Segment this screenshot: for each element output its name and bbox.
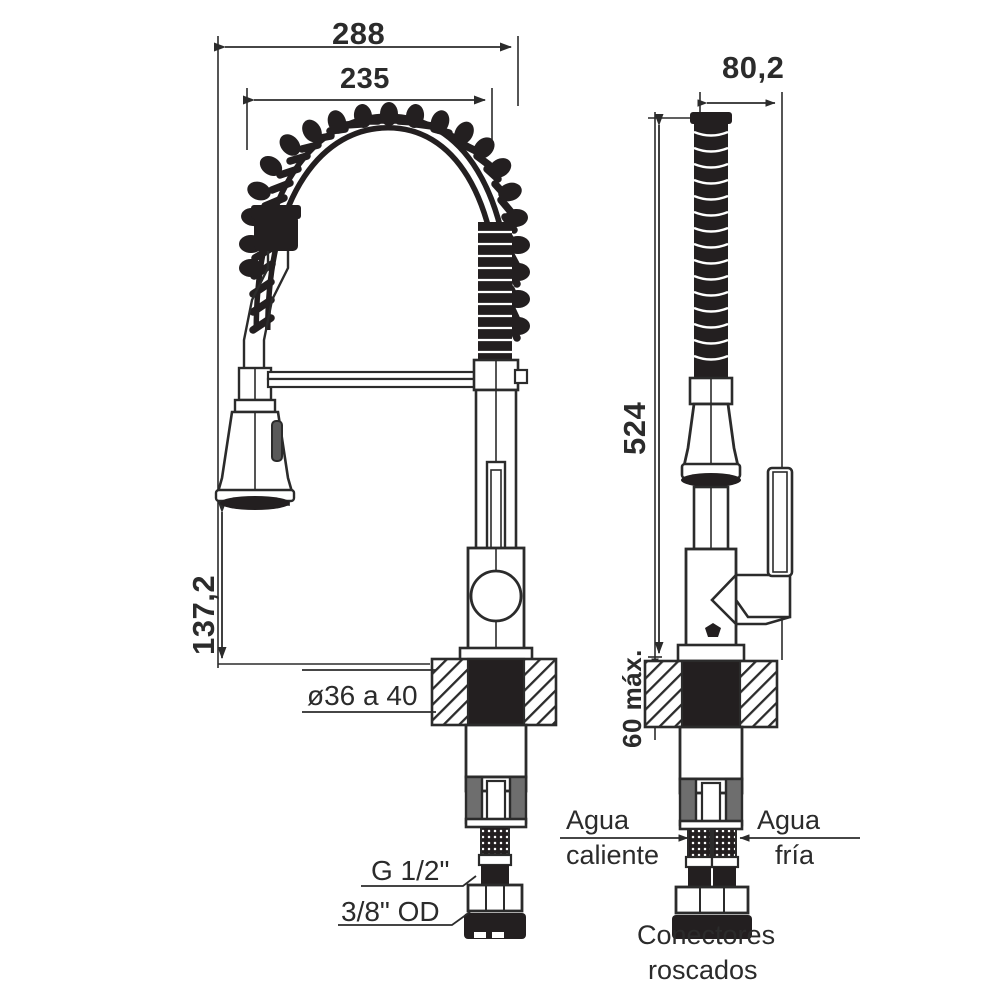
- callout-connectors-line1: Conectores: [637, 920, 776, 950]
- sprayer-hose-and-head: [214, 205, 301, 510]
- callout-hot-water-line2: caliente: [566, 840, 660, 870]
- front-view-faucet: [214, 102, 558, 939]
- callout-hot-water-line1: Agua: [566, 805, 630, 835]
- callout-mount-hole: ø36 a 40: [307, 680, 418, 711]
- side-shank-and-supplies: [672, 725, 752, 939]
- dimension-overall-height: 524: [617, 401, 652, 455]
- callout-thread-inlet: G 1/2": [371, 855, 450, 886]
- front-column: [458, 222, 534, 664]
- dimension-deck-thickness-max: 60 máx.: [617, 649, 647, 748]
- front-deck-section: [430, 657, 558, 727]
- support-crossbar: [266, 370, 482, 389]
- side-view-faucet: [560, 112, 860, 939]
- side-valve-body-and-lever: [676, 466, 794, 663]
- callout-cold-water-line1: Agua: [757, 805, 821, 835]
- callout-tube-outer-diameter: 3/8" OD: [341, 896, 440, 927]
- side-upper-body: [680, 376, 742, 551]
- lever-handle-end-view: [469, 569, 523, 623]
- callout-connectors-line2: roscados: [648, 955, 758, 985]
- dimension-overall-width: 288: [332, 16, 386, 51]
- side-deck-section: [643, 659, 779, 729]
- dimension-side-depth: 80,2: [722, 50, 785, 85]
- dimension-sprayer-clearance-height: 137,2: [186, 574, 221, 655]
- callout-cold-water-line2: fría: [775, 840, 815, 870]
- dimension-lines-front: [214, 36, 519, 668]
- dimension-lines-side: [646, 92, 783, 740]
- front-shank-and-supply: [464, 723, 528, 939]
- leader-lines-front: [302, 669, 477, 926]
- side-spring-coil: [690, 112, 732, 380]
- dimension-spout-reach: 235: [340, 63, 390, 95]
